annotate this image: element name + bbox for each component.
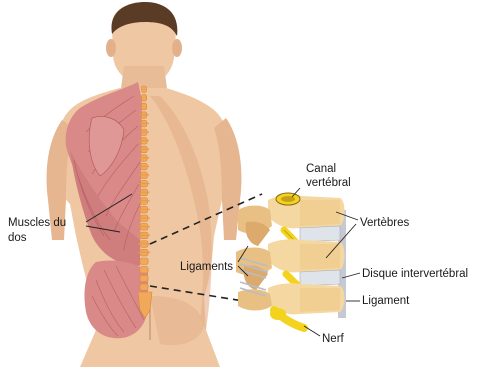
label-ligament: Ligament (362, 295, 410, 307)
spine-vertebra-bead (142, 86, 147, 93)
vertebrae-detail (236, 193, 346, 328)
label-ligaments: Ligaments (180, 261, 233, 273)
label-canal-line2: vertébral (306, 177, 351, 189)
spine-vertebra-bead (141, 103, 146, 110)
label-muscles-line2: dos (8, 232, 27, 244)
vertebra-bottom (238, 282, 345, 314)
disc-top (300, 226, 340, 242)
right-ear (172, 39, 182, 57)
label-vertebres: Vertèbres (360, 217, 409, 229)
left-ear (106, 39, 116, 57)
spine-vertebra-bead (141, 95, 146, 102)
spine-vertebra-bead (140, 284, 148, 291)
spine-vertebra-bead (140, 267, 148, 274)
disc-bottom (300, 270, 340, 286)
label-canal-line1: Canal (306, 163, 336, 175)
spine-vertebra-bead (140, 258, 148, 265)
label-disque: Disque intervertébral (362, 268, 468, 280)
spine-vertebra-bead (140, 275, 148, 282)
label-nerf: Nerf (322, 333, 345, 345)
label-muscles-line1: Muscles du (8, 217, 66, 229)
